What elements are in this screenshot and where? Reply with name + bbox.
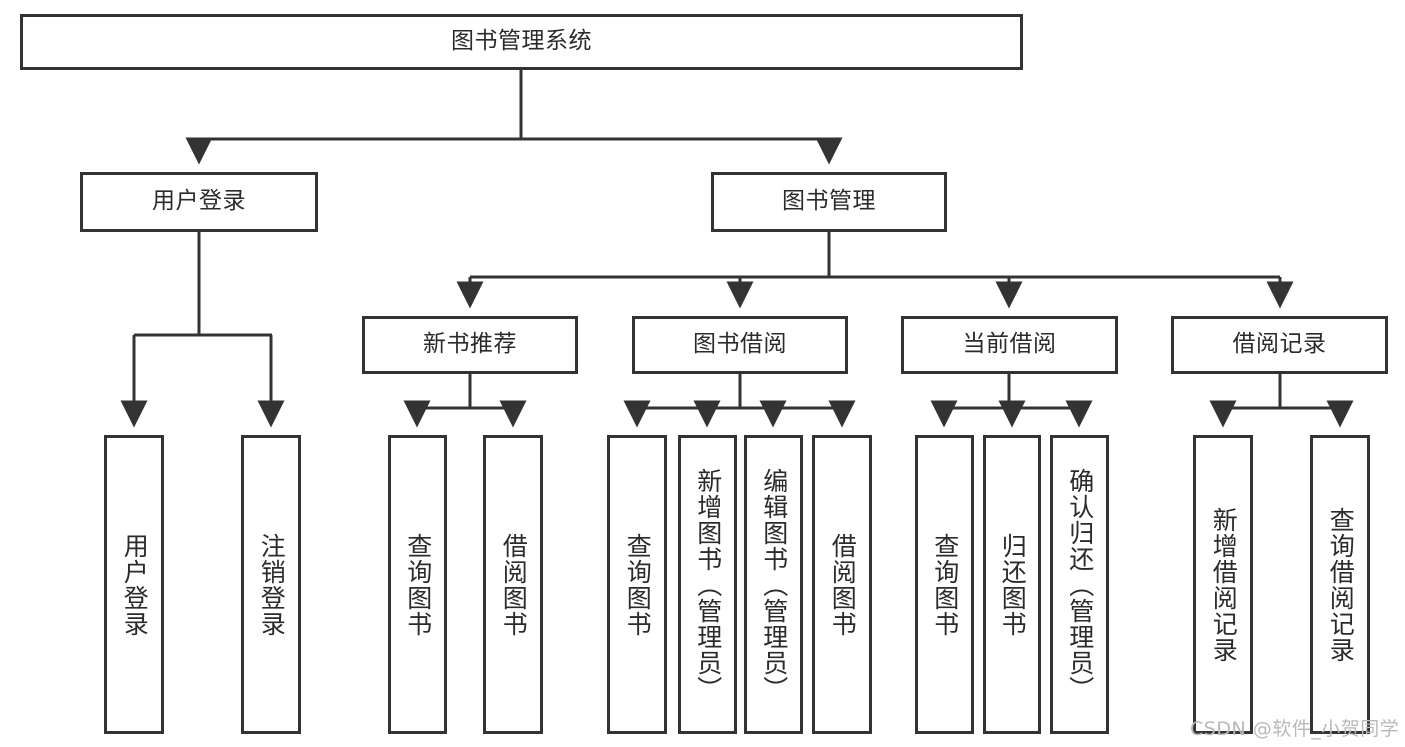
node-leaf-return-book-label: 归还图书: [998, 532, 1028, 637]
node-leaf-user-logout[interactable]: 注销登录: [241, 435, 301, 734]
node-current-borrow[interactable]: 当前借阅: [901, 316, 1118, 374]
node-leaf-borrow-book-1-label: 借阅图书: [499, 532, 529, 637]
node-book-manage-label: 图书管理: [782, 188, 876, 215]
node-book-borrow[interactable]: 图书借阅: [632, 316, 848, 374]
node-leaf-add-record-label: 新增借阅记录: [1209, 506, 1239, 663]
node-leaf-query-book-1[interactable]: 查询图书: [388, 435, 447, 734]
csdn-watermark: CSDN @软件_小贺同学: [1190, 718, 1400, 740]
node-leaf-add-book[interactable]: 新增图书（管理员）: [678, 435, 737, 734]
node-borrow-record[interactable]: 借阅记录: [1171, 316, 1388, 374]
node-borrow-record-label: 借阅记录: [1232, 331, 1327, 358]
node-leaf-user-logout-label: 注销登录: [257, 532, 287, 637]
node-new-book-rec[interactable]: 新书推荐: [362, 316, 578, 374]
node-book-borrow-label: 图书借阅: [693, 331, 787, 358]
node-leaf-query-record[interactable]: 查询借阅记录: [1310, 435, 1370, 734]
node-leaf-edit-book[interactable]: 编辑图书（管理员）: [744, 435, 803, 734]
node-current-borrow-label: 当前借阅: [962, 331, 1057, 358]
node-root-label: 图书管理系统: [451, 28, 592, 55]
node-leaf-confirm-return[interactable]: 确认归还（管理员）: [1050, 435, 1109, 734]
node-leaf-query-book-2-label: 查询图书: [623, 532, 653, 637]
node-leaf-borrow-book-1[interactable]: 借阅图书: [483, 435, 543, 734]
node-leaf-add-record[interactable]: 新增借阅记录: [1193, 435, 1253, 734]
node-book-manage[interactable]: 图书管理: [711, 172, 947, 232]
node-leaf-borrow-book-2-label: 借阅图书: [828, 532, 858, 637]
node-user-login-label: 用户登录: [152, 188, 246, 215]
node-leaf-borrow-book-2[interactable]: 借阅图书: [812, 435, 872, 734]
node-user-login[interactable]: 用户登录: [80, 172, 318, 232]
node-leaf-user-login-label: 用户登录: [120, 532, 150, 637]
node-leaf-query-book-3-label: 查询图书: [930, 532, 960, 637]
node-leaf-query-book-3[interactable]: 查询图书: [915, 435, 974, 734]
node-leaf-query-record-label: 查询借阅记录: [1326, 506, 1356, 663]
node-leaf-query-book-1-label: 查询图书: [403, 532, 433, 637]
node-leaf-add-book-label: 新增图书（管理员）: [693, 467, 723, 702]
node-leaf-query-book-2[interactable]: 查询图书: [607, 435, 667, 734]
node-leaf-confirm-return-label: 确认归还（管理员）: [1065, 467, 1095, 702]
node-leaf-edit-book-label: 编辑图书（管理员）: [759, 467, 789, 702]
node-root[interactable]: 图书管理系统: [20, 14, 1023, 70]
node-leaf-user-login[interactable]: 用户登录: [104, 435, 164, 734]
node-leaf-return-book[interactable]: 归还图书: [983, 435, 1041, 734]
node-new-book-rec-label: 新书推荐: [423, 331, 517, 358]
